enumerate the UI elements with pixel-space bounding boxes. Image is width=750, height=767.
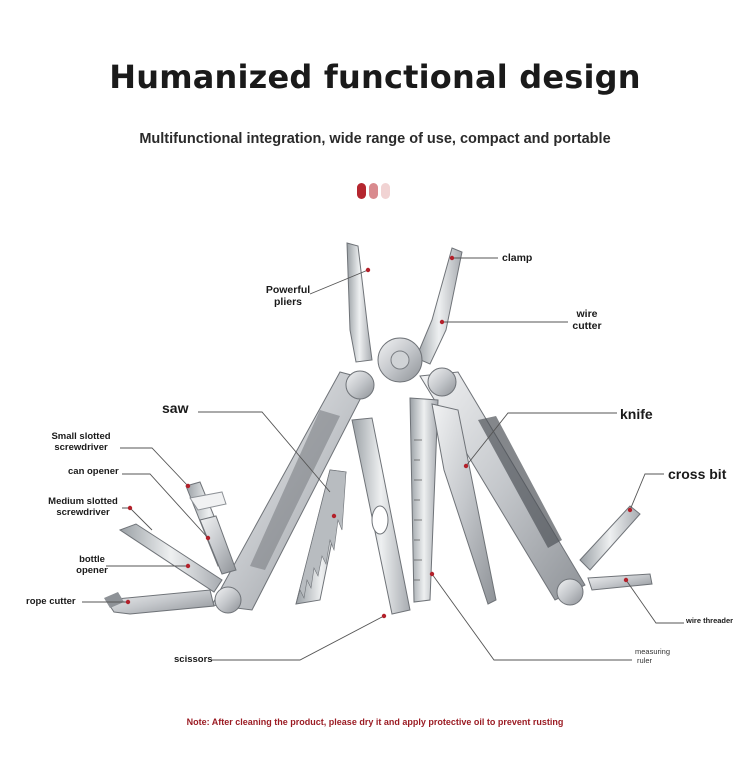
label-measuring-ruler-line2: ruler — [637, 655, 653, 665]
label-measuring-ruler: measuring ruler — [635, 647, 671, 665]
left-side-tools — [104, 481, 237, 615]
dot-dark — [357, 183, 366, 199]
label-wire-threader: wire threader — [686, 616, 734, 625]
left-handle — [211, 370, 375, 614]
label-bottle-opener-line1: bottle — [79, 554, 105, 565]
label-powerful-pliers-line2: pliers — [273, 296, 302, 309]
label-wire-cutter: wire cutter — [566, 308, 608, 332]
label-powerful-pliers-line1: Powerful — [265, 284, 311, 296]
label-small-slotted-line1: Small slotted — [51, 431, 111, 442]
label-medium-slotted-line1: Medium slotted — [48, 496, 118, 507]
ruler-tool — [409, 397, 439, 603]
footer-note: Note: After cleaning the product, please… — [0, 717, 750, 727]
footer-note-label: Note: — [186, 717, 210, 727]
label-scissors: scissors — [174, 654, 213, 665]
dot-light — [381, 183, 390, 199]
pliers-jaws — [346, 242, 463, 383]
label-small-slotted-line2: screwdriver — [54, 441, 108, 453]
saw-blade — [295, 469, 347, 605]
label-wire-cutter-line1: wire — [576, 308, 598, 320]
label-small-slotted-screwdriver: Small slotted screwdriver — [42, 431, 120, 454]
leader-lines — [82, 257, 684, 661]
right-side-tools — [579, 505, 653, 591]
label-cross-bit: cross bit — [668, 466, 727, 482]
label-measuring-ruler-line1: measuring — [635, 647, 671, 656]
label-medium-slotted-screwdriver: Medium slotted screwdriver — [44, 496, 122, 519]
label-bottle-opener-line2: opener — [76, 564, 108, 576]
label-saw: saw — [162, 400, 189, 416]
footer-note-text: After cleaning the product, please dry i… — [209, 717, 564, 727]
label-medium-slotted-line2: screwdriver — [56, 506, 110, 518]
right-handle — [419, 367, 586, 606]
label-rope-cutter: rope cutter — [26, 596, 76, 607]
dot-medium — [369, 183, 378, 199]
page-title: Humanized functional design — [109, 58, 641, 96]
label-knife: knife — [620, 406, 653, 422]
scissors-tool — [351, 417, 411, 615]
marker-dots — [125, 255, 633, 619]
label-can-opener: can opener — [68, 466, 119, 477]
label-wire-cutter-line2: cutter — [572, 320, 602, 333]
label-bottle-opener: bottle opener — [70, 554, 114, 577]
label-powerful-pliers: Powerful pliers — [258, 284, 318, 308]
knife-blade — [431, 403, 497, 605]
page-subtitle: Multifunctional integration, wide range … — [139, 131, 611, 147]
label-clamp: clamp — [502, 252, 533, 264]
